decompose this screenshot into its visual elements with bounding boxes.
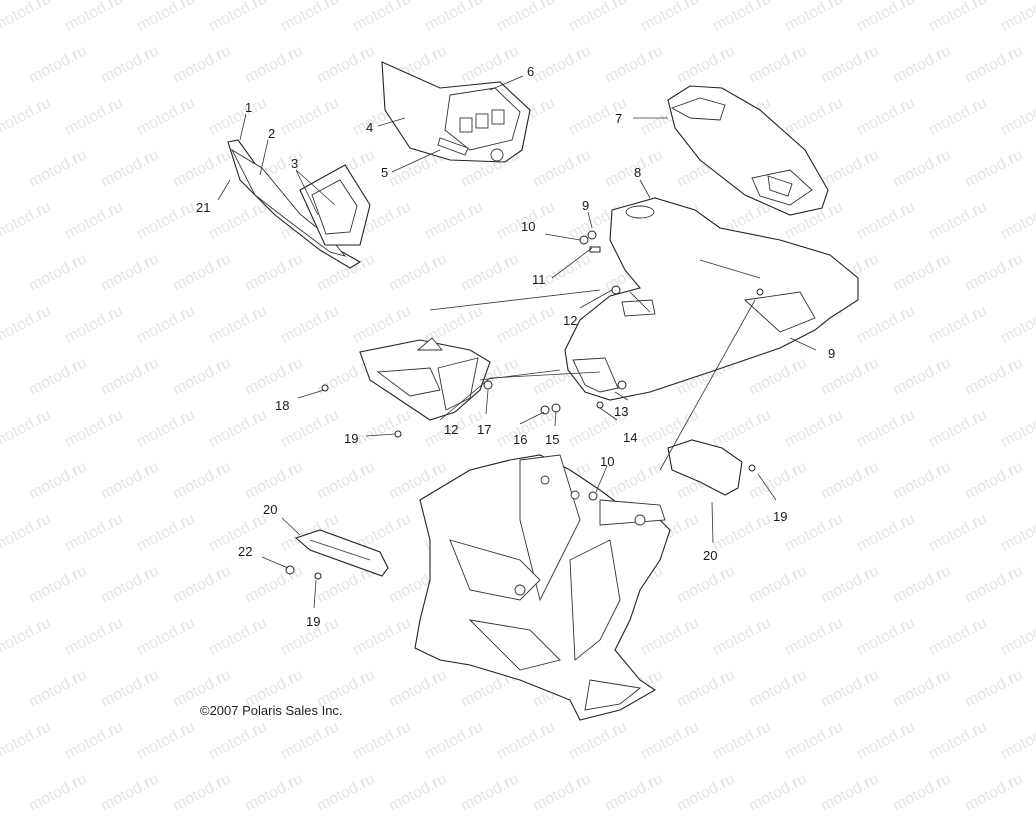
callout-12-upper: 12 xyxy=(563,313,577,328)
watermark-text: motod.ru xyxy=(746,770,810,816)
watermark-text: motod.ru xyxy=(314,770,378,816)
watermark-text: motod.ru xyxy=(26,770,90,816)
callout-22: 22 xyxy=(238,544,252,559)
callout-7: 7 xyxy=(615,111,622,126)
leader-lines xyxy=(217,75,817,609)
front-bracket xyxy=(359,337,491,421)
callout-21: 21 xyxy=(196,200,210,215)
callout-2: 2 xyxy=(268,126,275,141)
callout-9-upper: 9 xyxy=(582,198,589,213)
main-body-panel xyxy=(564,197,859,401)
callout-10-upper: 10 xyxy=(521,219,535,234)
callout-13: 13 xyxy=(614,404,628,419)
left-side-panel xyxy=(227,139,371,269)
callout-5: 5 xyxy=(381,165,388,180)
watermark-text: motod.ru xyxy=(818,770,882,816)
rear-pad xyxy=(667,85,829,216)
watermark-text: motod.ru xyxy=(890,770,954,816)
watermark-text: motod.ru xyxy=(242,770,306,816)
callout-12-lower: 12 xyxy=(444,422,458,437)
callout-18: 18 xyxy=(275,398,289,413)
callout-17: 17 xyxy=(477,422,491,437)
callout-10-lower: 10 xyxy=(600,454,614,469)
callout-19-right: 19 xyxy=(773,509,787,524)
left-plate xyxy=(294,529,389,577)
watermark-text: motod.ru xyxy=(170,770,234,816)
watermark-text: motod.ru xyxy=(602,770,666,816)
right-bracket xyxy=(667,439,743,496)
callout-19-bottom: 19 xyxy=(306,614,320,629)
watermark-text: motod.ru xyxy=(962,770,1026,816)
callout-9-right: 9 xyxy=(828,346,835,361)
watermark-text: motod.ru xyxy=(674,770,738,816)
callout-4: 4 xyxy=(366,120,373,135)
watermark-text: motod.ru xyxy=(530,770,594,816)
watermark-text: motod.ru xyxy=(386,770,450,816)
exploded-view-drawing: 1 2 3 4 5 6 7 8 9 9 10 10 11 12 12 13 14… xyxy=(196,61,859,721)
watermark-text: motod.ru xyxy=(458,770,522,816)
vehicle-frame xyxy=(414,454,671,721)
callout-6: 6 xyxy=(527,64,534,79)
upper-panel xyxy=(381,61,531,163)
callout-16: 16 xyxy=(513,432,527,447)
callout-8: 8 xyxy=(634,165,641,180)
callout-20-right: 20 xyxy=(703,548,717,563)
callout-14: 14 xyxy=(623,430,637,445)
callout-11: 11 xyxy=(532,272,546,287)
callout-1: 1 xyxy=(245,100,252,115)
copyright-notice: ©2007 Polaris Sales Inc. xyxy=(200,703,343,718)
callout-19-left: 19 xyxy=(344,431,358,446)
callout-3: 3 xyxy=(291,156,298,171)
callout-15: 15 xyxy=(545,432,559,447)
callout-labels: 1 2 3 4 5 6 7 8 9 9 10 10 11 12 12 13 14… xyxy=(196,64,835,629)
watermark-text: motod.ru xyxy=(98,770,162,816)
callout-20-left: 20 xyxy=(263,502,277,517)
